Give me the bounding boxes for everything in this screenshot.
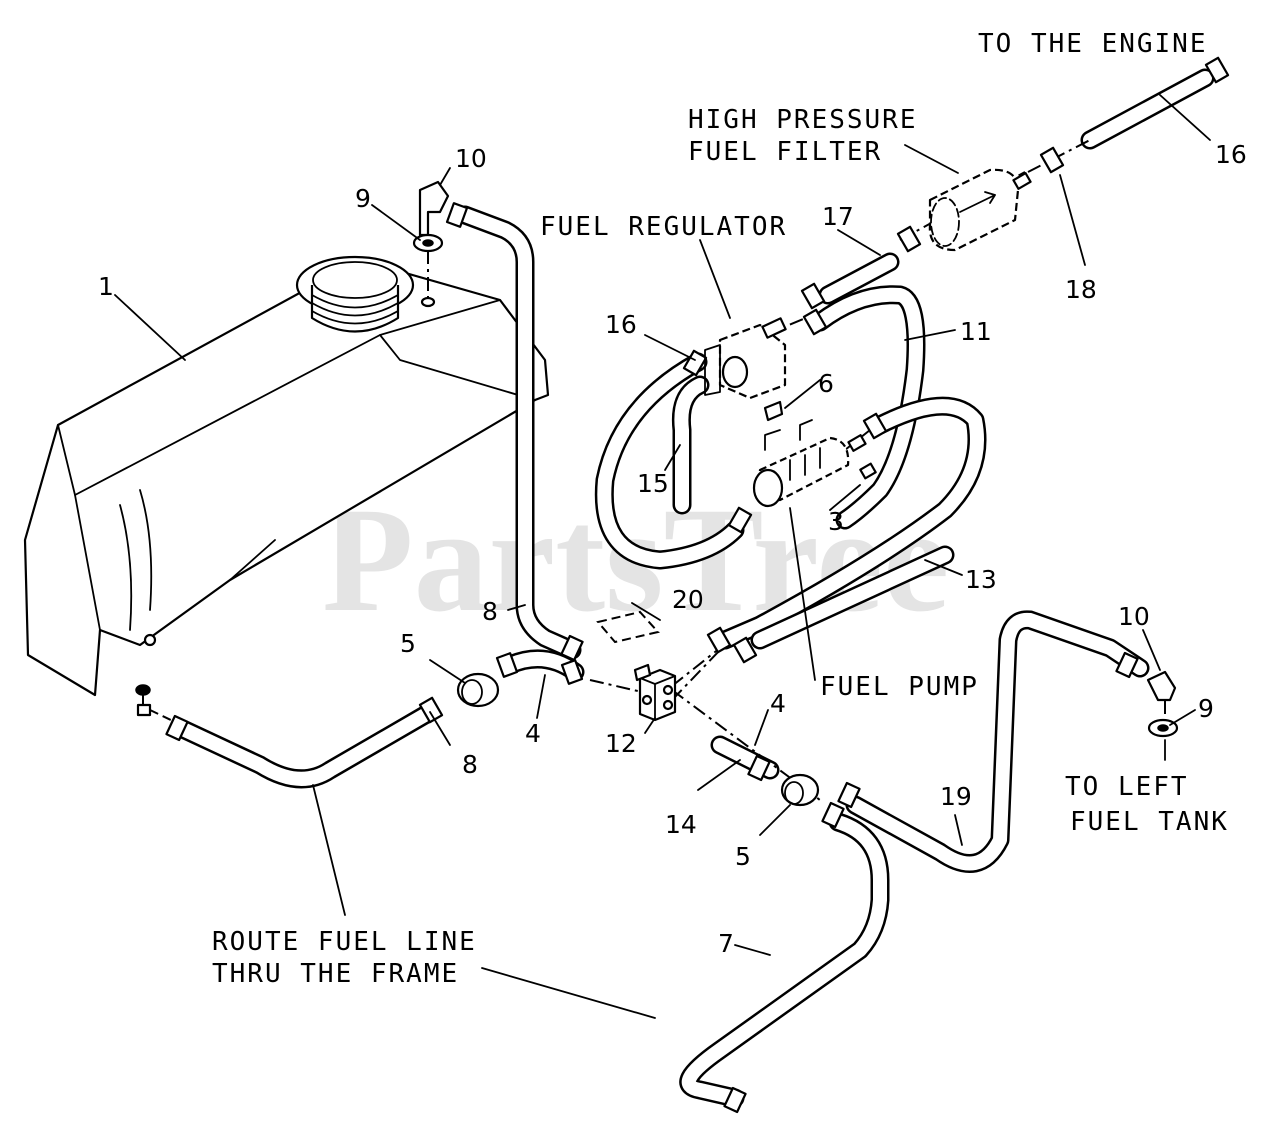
callout-18: 18 <box>1065 275 1097 304</box>
callout-14: 14 <box>665 810 697 839</box>
callout-12: 12 <box>605 729 637 758</box>
text-labels: TO THE ENGINE HIGH PRESSURE FUEL FILTER … <box>212 29 1229 989</box>
callout-10-top: 10 <box>455 144 487 173</box>
fuel-pump <box>752 419 877 508</box>
callout-10-right: 10 <box>1118 602 1150 631</box>
callout-19: 19 <box>940 782 972 811</box>
inline-filter-upper <box>456 672 500 708</box>
label-route-2: THRU THE FRAME <box>212 959 459 989</box>
callout-8-lower: 8 <box>462 750 478 779</box>
label-fuel-pump: FUEL PUMP <box>820 672 979 702</box>
callout-9-right: 9 <box>1198 694 1214 723</box>
tee-block <box>633 663 677 722</box>
fuel-hoses <box>175 68 1215 1108</box>
callout-5-upper: 5 <box>400 629 416 658</box>
high-pressure-filter <box>928 168 1032 252</box>
callout-15: 15 <box>637 469 669 498</box>
bolt-6 <box>763 400 784 422</box>
fuel-tank <box>23 255 550 697</box>
label-to-left-2: FUEL TANK <box>1070 807 1229 837</box>
callout-6: 6 <box>818 369 834 398</box>
callout-13: 13 <box>965 565 997 594</box>
hose-clamps <box>165 56 1230 1114</box>
callout-16-right: 16 <box>1215 140 1247 169</box>
callout-3: 3 <box>828 507 844 536</box>
fuel-regulator <box>704 317 787 400</box>
callout-20: 20 <box>672 585 704 614</box>
part-20-outline <box>596 610 660 644</box>
elbow-fitting-top <box>412 180 450 253</box>
callout-numbers: 1 9 10 8 5 8 4 12 4 14 5 7 19 10 9 16 15… <box>98 140 1247 958</box>
label-high-pressure-1: HIGH PRESSURE <box>688 105 918 135</box>
callout-7: 7 <box>718 929 734 958</box>
callout-9-top: 9 <box>355 184 371 213</box>
label-to-engine: TO THE ENGINE <box>978 29 1208 59</box>
callout-4-right: 4 <box>770 689 786 718</box>
callout-1: 1 <box>98 272 114 301</box>
callout-8-upper: 8 <box>482 597 498 626</box>
callout-5-lower: 5 <box>735 842 751 871</box>
callout-11: 11 <box>960 317 992 346</box>
label-high-pressure-2: FUEL FILTER <box>688 137 882 167</box>
leader-lines <box>114 94 1211 1019</box>
label-to-left-1: TO LEFT <box>1065 772 1189 802</box>
label-fuel-regulator: FUEL REGULATOR <box>540 212 787 242</box>
label-route-1: ROUTE FUEL LINE <box>212 927 477 957</box>
callout-17: 17 <box>822 202 854 231</box>
elbow-fitting-right <box>1146 670 1179 738</box>
inline-filter-lower <box>780 773 820 807</box>
callout-4-left: 4 <box>525 719 541 748</box>
callout-16-left: 16 <box>605 310 637 339</box>
tank-outlet-fitting <box>135 684 176 723</box>
